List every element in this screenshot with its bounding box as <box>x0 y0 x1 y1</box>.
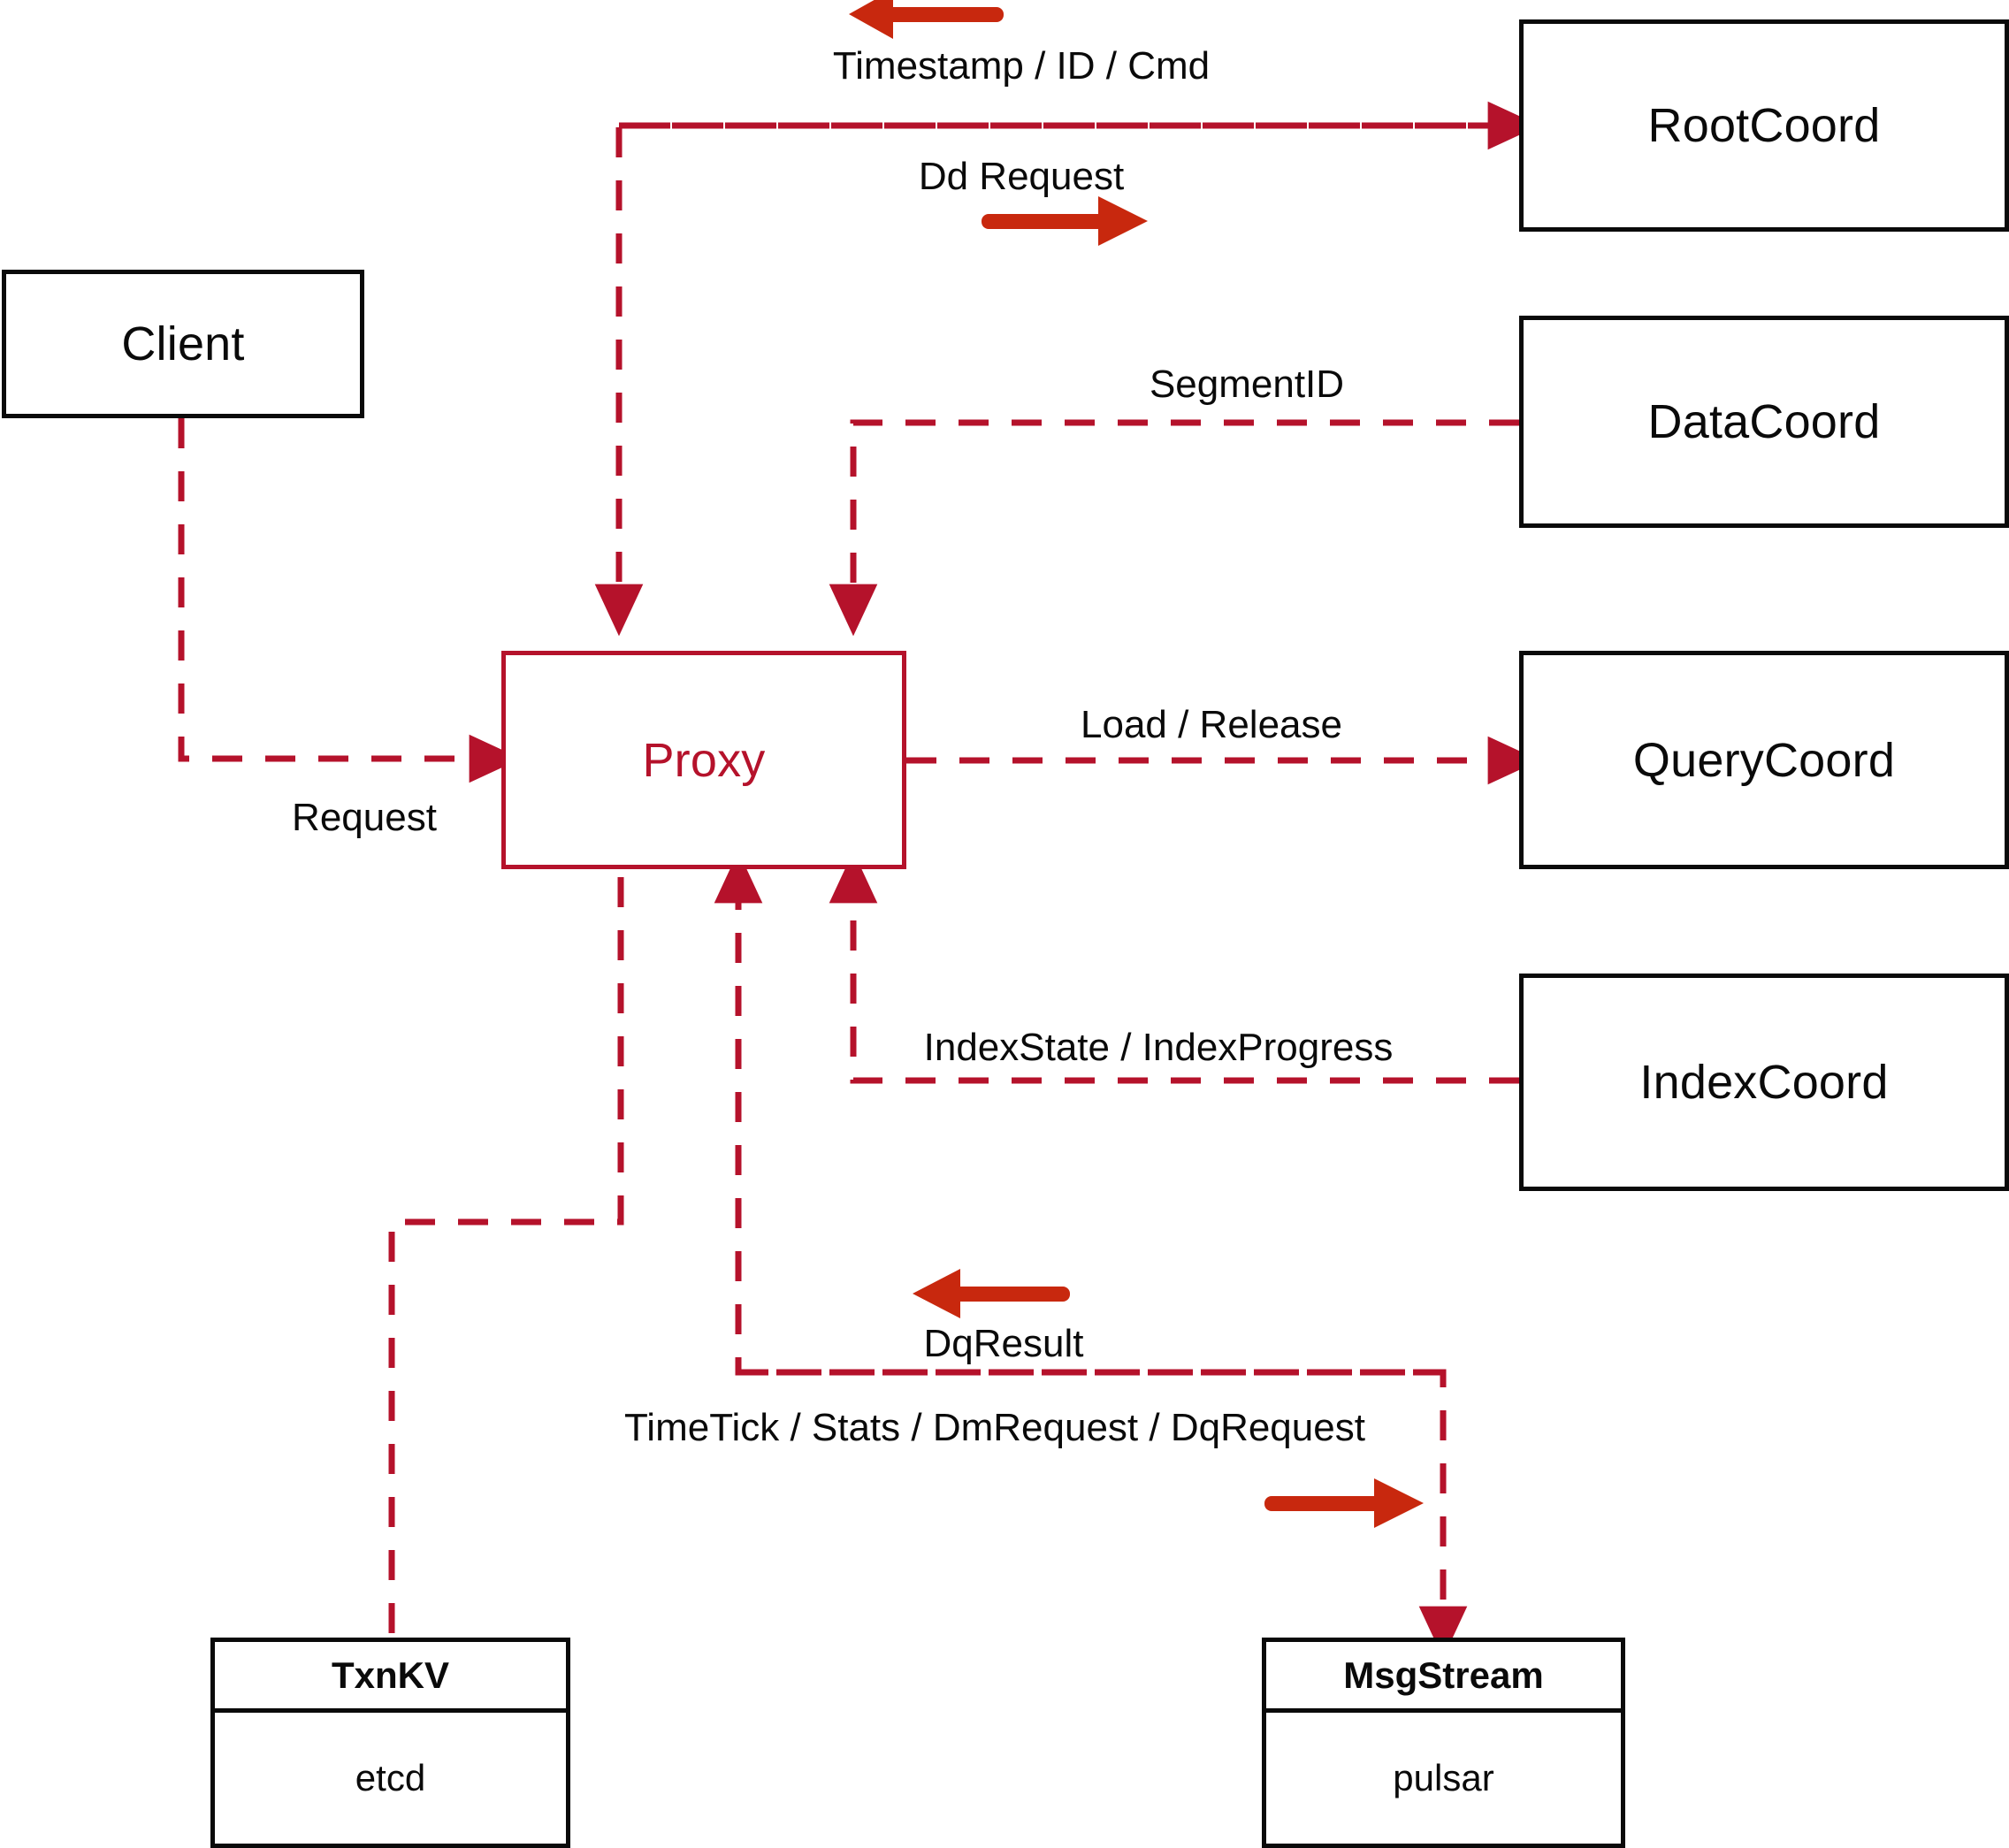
edge-proxy-to-txnkv <box>388 877 624 1638</box>
edge-label-index-state-progress: IndexState / IndexProgress <box>923 1026 1394 1069</box>
edge-label-dd-request: Dd Request <box>918 155 1125 198</box>
edge-label-dq-result: DqResult <box>923 1322 1084 1365</box>
direction-arrow-group <box>849 0 1424 1528</box>
node-querycoord[interactable]: QueryCoord <box>1519 651 2009 869</box>
edge-label-timetick-stats: TimeTick / Stats / DmRequest / DqRequest <box>624 1406 1365 1449</box>
edge-label-request: Request <box>292 796 437 839</box>
node-client-label: Client <box>121 317 245 370</box>
node-proxy-label: Proxy <box>642 733 766 787</box>
node-msgstream-body: pulsar <box>1266 1713 1621 1844</box>
node-txnkv-impl: etcd <box>355 1757 426 1798</box>
direction-arrow-timestamp-icon <box>849 0 1004 39</box>
direction-arrow-timetick-icon <box>1264 1478 1424 1528</box>
node-txnkv[interactable]: TxnKV etcd <box>210 1638 570 1848</box>
edge-client-to-proxy <box>178 418 522 783</box>
node-datacoord-label: DataCoord <box>1647 395 1881 448</box>
node-indexcoord-label: IndexCoord <box>1639 1056 1889 1109</box>
edge-label-load-release: Load / Release <box>1081 703 1342 746</box>
edge-msgstream-to-proxy <box>714 851 1443 1376</box>
node-txnkv-header: TxnKV <box>215 1642 566 1713</box>
edge-label-timestamp-id-cmd: Timestamp / ID / Cmd <box>832 44 1211 88</box>
node-msgstream-header: MsgStream <box>1266 1642 1621 1713</box>
node-datacoord[interactable]: DataCoord <box>1519 316 2009 528</box>
node-proxy[interactable]: Proxy <box>501 651 906 869</box>
node-rootcoord[interactable]: RootCoord <box>1519 19 2009 232</box>
node-txnkv-title: TxnKV <box>331 1653 449 1696</box>
edge-datacoord-to-proxy <box>829 419 1519 637</box>
edge-rootcoord-to-proxy <box>594 122 1519 637</box>
node-querycoord-label: QueryCoord <box>1632 733 1896 787</box>
node-txnkv-body: etcd <box>215 1713 566 1844</box>
edge-proxy-to-msgstream <box>738 1369 1468 1659</box>
node-client[interactable]: Client <box>2 270 364 418</box>
node-rootcoord-label: RootCoord <box>1647 99 1881 152</box>
direction-arrow-dd-request-icon <box>982 196 1148 246</box>
edge-label-segment-id: SegmentID <box>1149 363 1345 406</box>
edge-indexcoord-to-proxy <box>829 851 1519 1084</box>
direction-arrow-dqresult-icon <box>913 1269 1070 1318</box>
node-msgstream-title: MsgStream <box>1343 1653 1544 1696</box>
node-msgstream[interactable]: MsgStream pulsar <box>1262 1638 1625 1848</box>
node-msgstream-impl: pulsar <box>1393 1757 1494 1798</box>
node-indexcoord[interactable]: IndexCoord <box>1519 974 2009 1191</box>
